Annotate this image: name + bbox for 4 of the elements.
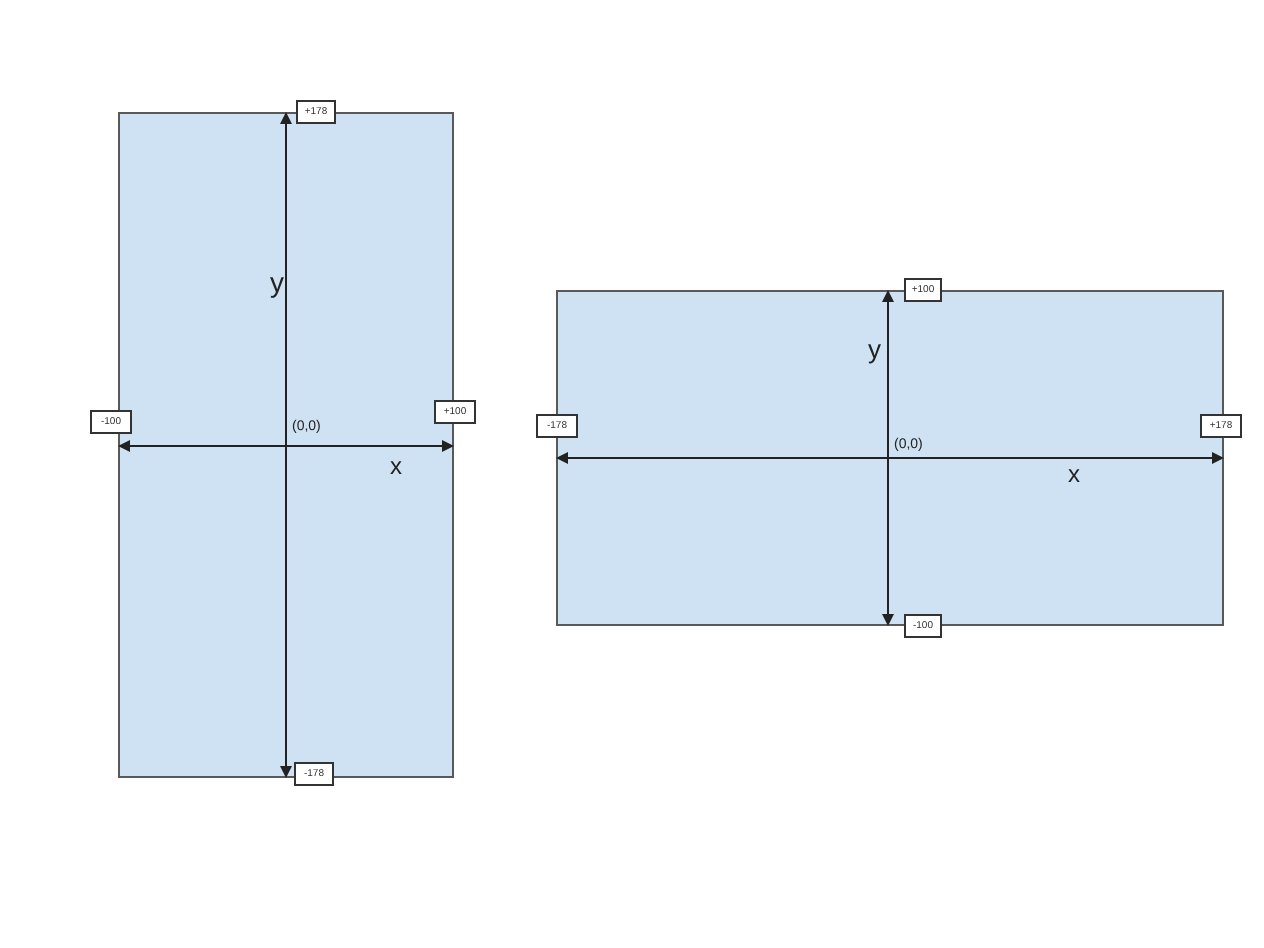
axis-label: x: [390, 454, 402, 478]
axis-label: x: [1068, 462, 1080, 486]
axis-label: y: [270, 268, 284, 296]
axis-label: y: [868, 336, 881, 362]
